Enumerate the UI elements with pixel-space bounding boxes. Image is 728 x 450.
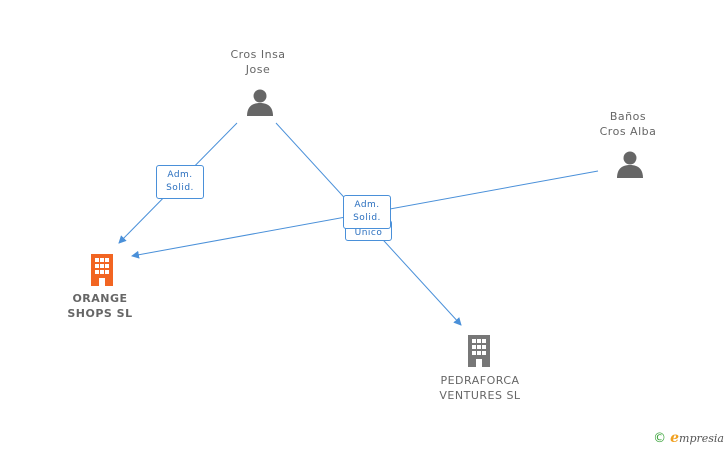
role-line-1: Unico	[354, 228, 383, 238]
company-name-line-2: SHOPS SL	[67, 307, 133, 320]
building-icon[interactable]	[464, 333, 494, 367]
building-icon[interactable]	[87, 252, 117, 286]
person-name-line-1: Baños	[609, 110, 647, 123]
company-name-line-1: PEDRAFORCA	[440, 374, 520, 387]
person-label-cros-insa-jose: Cros Insa Jose	[218, 47, 298, 77]
person-icon[interactable]	[246, 88, 274, 116]
brand-logo: empresia	[670, 430, 724, 446]
company-name-line-2: VENTURES SL	[439, 389, 521, 402]
person-icon[interactable]	[616, 150, 644, 178]
person-name-line-2: Jose	[245, 63, 271, 76]
company-label-orange-shops: ORANGE SHOPS SL	[55, 291, 145, 321]
brand-initial: e	[670, 430, 680, 446]
role-line-1: Adm.	[167, 170, 193, 180]
company-name-line-1: ORANGE	[72, 292, 128, 305]
person-name-line-2: Cros Alba	[599, 125, 657, 138]
person-name-line-1: Cros Insa	[230, 48, 286, 61]
role-badge[interactable]: Adm. Solid.	[156, 165, 204, 199]
role-line-2: Solid.	[166, 183, 194, 193]
role-line-1: Adm.	[354, 200, 380, 210]
person-label-banos-cros-alba: Baños Cros Alba	[588, 109, 668, 139]
role-line-2: Solid.	[353, 213, 381, 223]
copyright-icon: ©	[653, 430, 667, 446]
empresia-watermark: © empresia	[653, 430, 724, 446]
role-badge[interactable]: Adm. Solid.	[343, 195, 391, 229]
company-label-pedraforca: PEDRAFORCA VENTURES SL	[425, 373, 535, 403]
brand-name: mpresia	[679, 432, 724, 445]
